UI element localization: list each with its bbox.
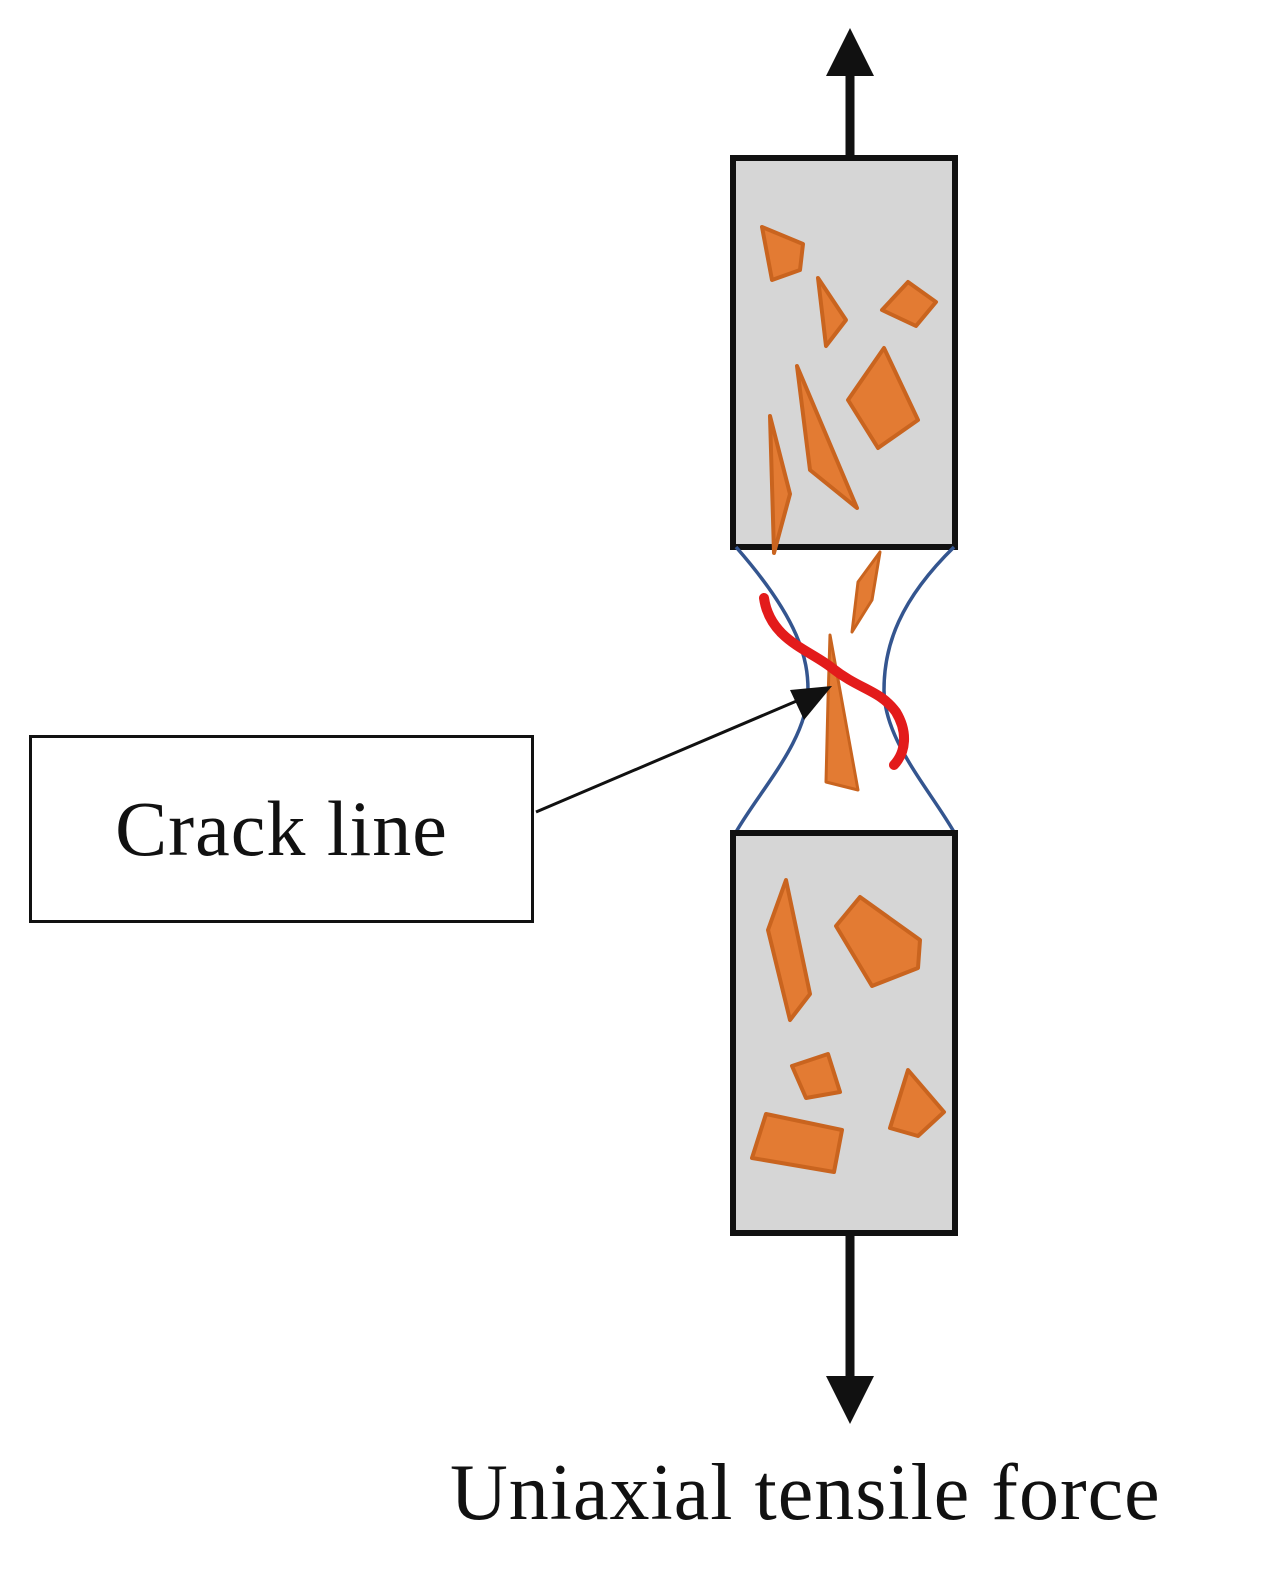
callout-label: Crack line: [115, 785, 448, 872]
lower-specimen-block: [730, 830, 958, 1236]
aggregate-particle: [768, 414, 792, 555]
lower-aggregates: [750, 878, 946, 1174]
top-force-arrow-icon: [826, 28, 874, 158]
crack-line-callout: Crack line: [29, 735, 534, 923]
aggregate-particle: [795, 364, 859, 510]
aggregate-particle: [880, 280, 938, 328]
crack-line: [759, 593, 909, 770]
neck-right-curve: [882, 545, 956, 833]
aggregate-particle: [816, 276, 848, 348]
aggregate-particle: [888, 1068, 946, 1138]
aggregate-particle: [790, 1052, 842, 1100]
aggregate-particle: [846, 346, 920, 450]
aggregate-particle: [750, 1112, 844, 1174]
pointer-arrow-icon: [535, 686, 832, 814]
aggregate-particle: [834, 895, 922, 988]
upper-aggregates: [760, 225, 938, 555]
force-caption: Uniaxial tensile force: [450, 1449, 1161, 1537]
aggregate-particle: [766, 878, 812, 1022]
necking-region: [734, 545, 956, 833]
bottom-force-arrow-icon: [826, 1236, 874, 1424]
aggregate-particle: [760, 225, 805, 282]
aggregate-particle: [824, 633, 860, 792]
aggregate-particle: [850, 550, 882, 634]
